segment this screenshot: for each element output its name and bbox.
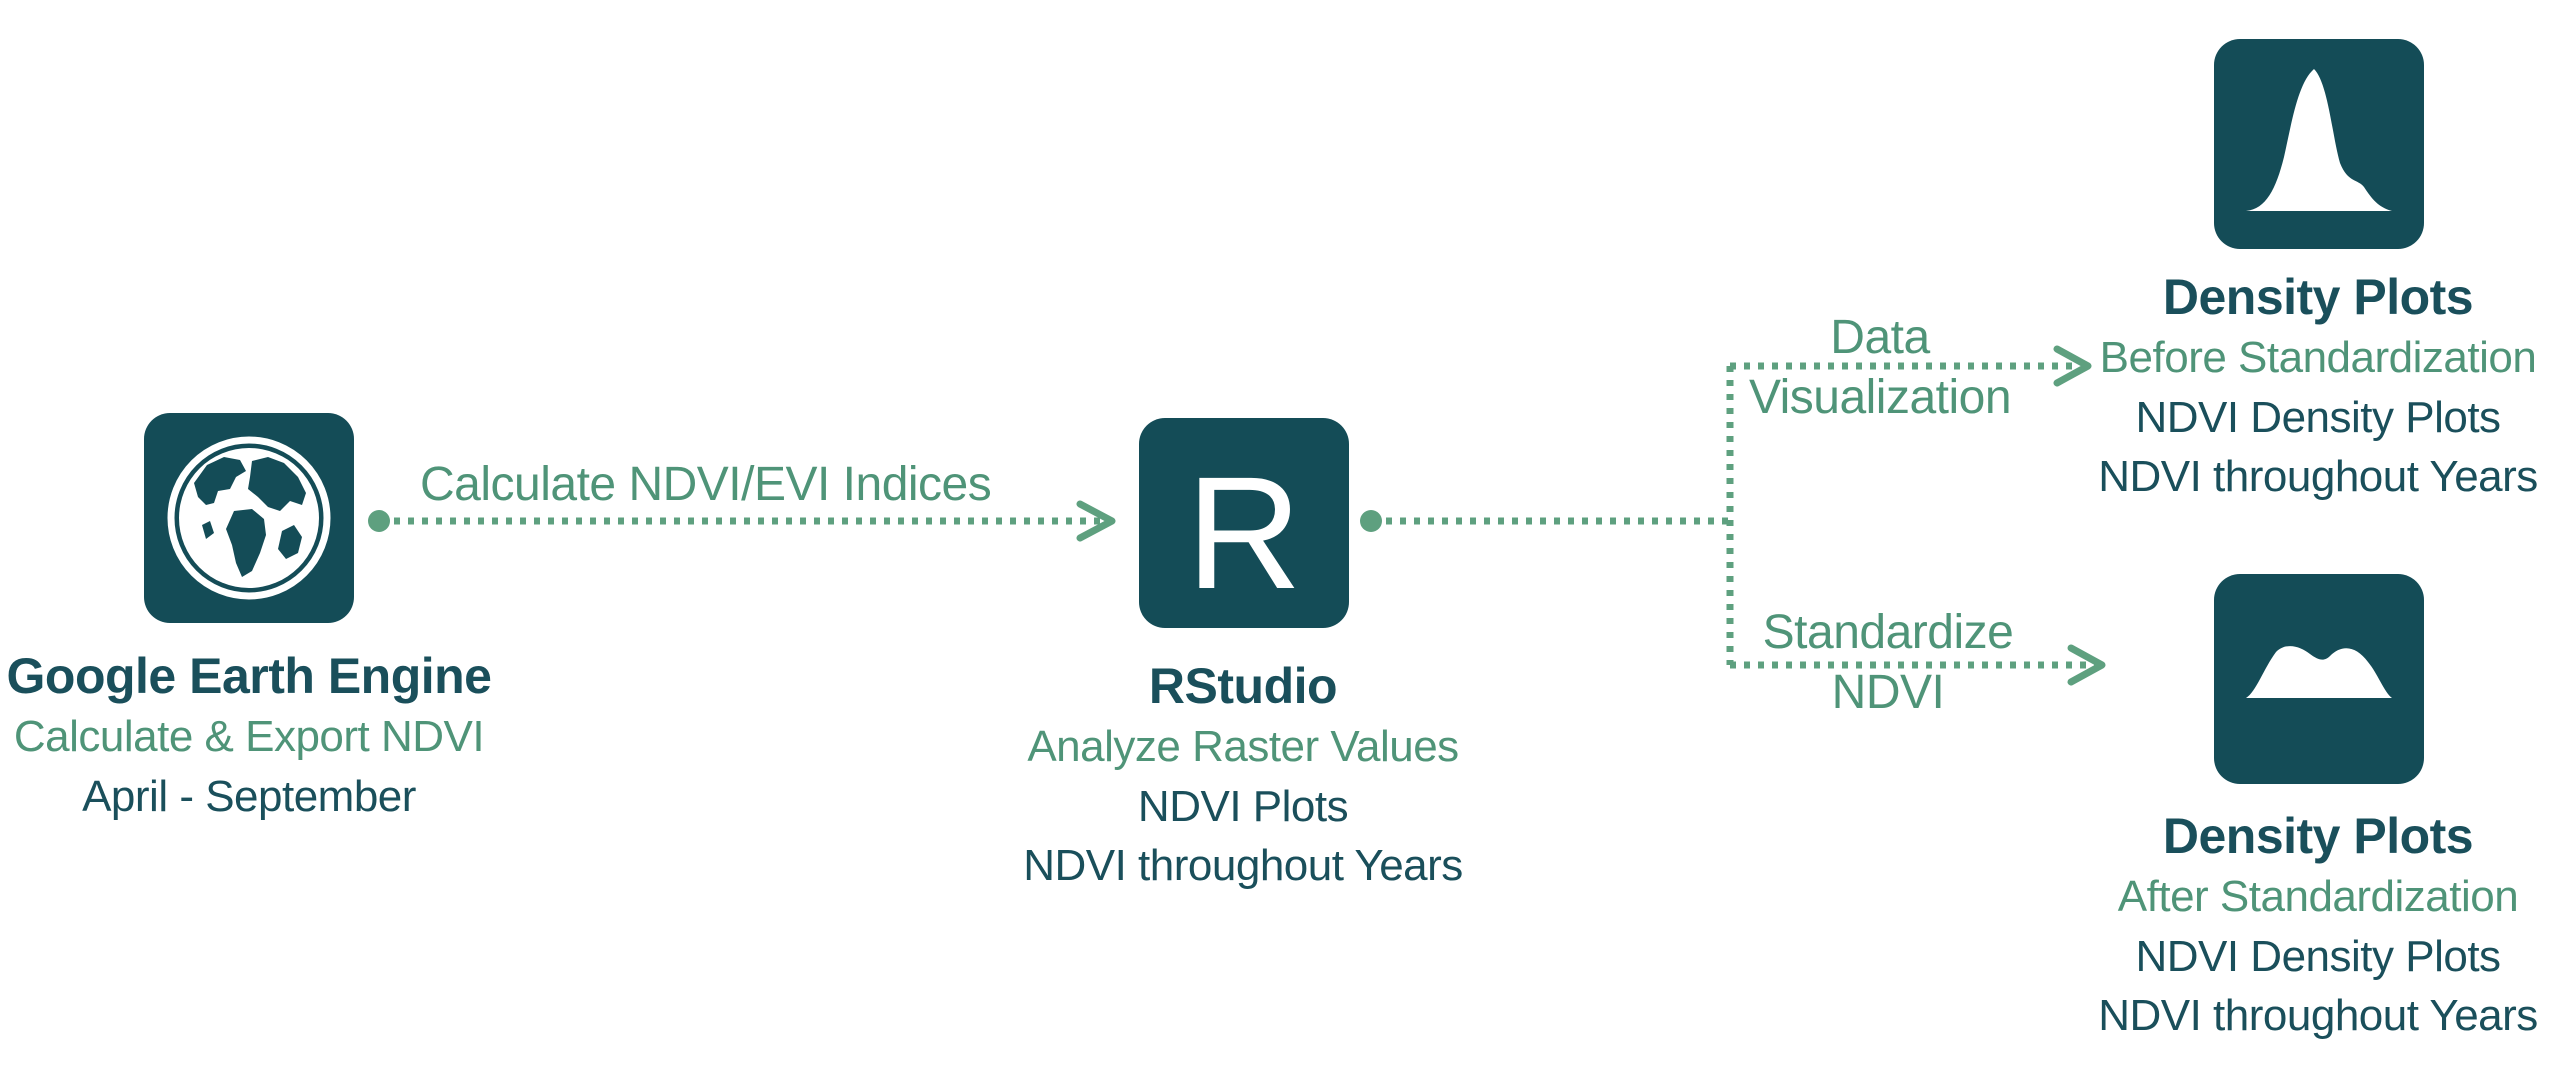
arrowhead-rstudio <box>1076 500 1116 542</box>
arrowhead-visualization <box>2053 345 2092 387</box>
density-after-subtitle: After Standardization <box>2117 872 2519 921</box>
rstudio-detail-1: NDVI Plots <box>1137 782 1349 831</box>
density-before-detail-2: NDVI throughout Years <box>2098 452 2538 501</box>
density-before-title: Density Plots <box>2162 269 2474 325</box>
density-before-subtitle: Before Standardization <box>2099 333 2537 382</box>
edge-label-standardize: Standardize NDVI <box>1763 603 2014 723</box>
edge-label-standardize-line1: Standardize <box>1762 606 2014 659</box>
edge-label-calculate: Calculate NDVI/EVI Indices <box>420 455 992 515</box>
density-before-detail-1: NDVI Density Plots <box>2135 393 2501 442</box>
edge-label-visualization-line1: Data <box>1830 311 1930 364</box>
density-after-detail-1: NDVI Density Plots <box>2135 932 2501 981</box>
gee-tile <box>144 413 354 623</box>
rstudio-subtitle: Analyze Raster Values <box>1027 722 1459 771</box>
rstudio-detail-2: NDVI throughout Years <box>1023 841 1463 890</box>
gee-subtitle: Calculate & Export NDVI <box>13 712 485 761</box>
connector-dot-rstudio <box>1360 510 1382 532</box>
edge-label-visualization-line2: Visualization <box>1748 371 2012 424</box>
rstudio-title: RStudio <box>1148 658 1338 714</box>
density-after-detail-2: NDVI throughout Years <box>2098 991 2538 1040</box>
density-before-text: Density Plots Before Standardization NDV… <box>2098 266 2538 506</box>
density-after-tile <box>2214 574 2424 784</box>
connector-dot-gee <box>368 510 390 532</box>
density-peak-icon <box>2246 69 2392 211</box>
edge-label-standardize-line2: NDVI <box>1831 666 1945 719</box>
gee-text: Google Earth Engine Calculate & Export N… <box>7 645 492 826</box>
globe-icon <box>167 436 331 600</box>
svg-text:R: R <box>1186 443 1302 622</box>
arrowhead-standardize <box>2067 644 2106 686</box>
edge-label-calculate-text: Calculate NDVI/EVI Indices <box>420 458 992 511</box>
density-before-tile <box>2214 39 2424 249</box>
edge-label-visualization: Data Visualization <box>1748 308 2012 428</box>
rstudio-text: RStudio Analyze Raster Values NDVI Plots… <box>1023 655 1463 895</box>
r-logo-icon: R <box>1186 443 1302 622</box>
gee-title: Google Earth Engine <box>6 648 492 704</box>
density-after-title: Density Plots <box>2162 808 2474 864</box>
gee-detail-1: April - September <box>82 772 416 821</box>
density-flat-icon <box>2246 646 2392 698</box>
rstudio-tile: R <box>1139 418 1349 628</box>
density-after-text: Density Plots After Standardization NDVI… <box>2098 805 2538 1045</box>
